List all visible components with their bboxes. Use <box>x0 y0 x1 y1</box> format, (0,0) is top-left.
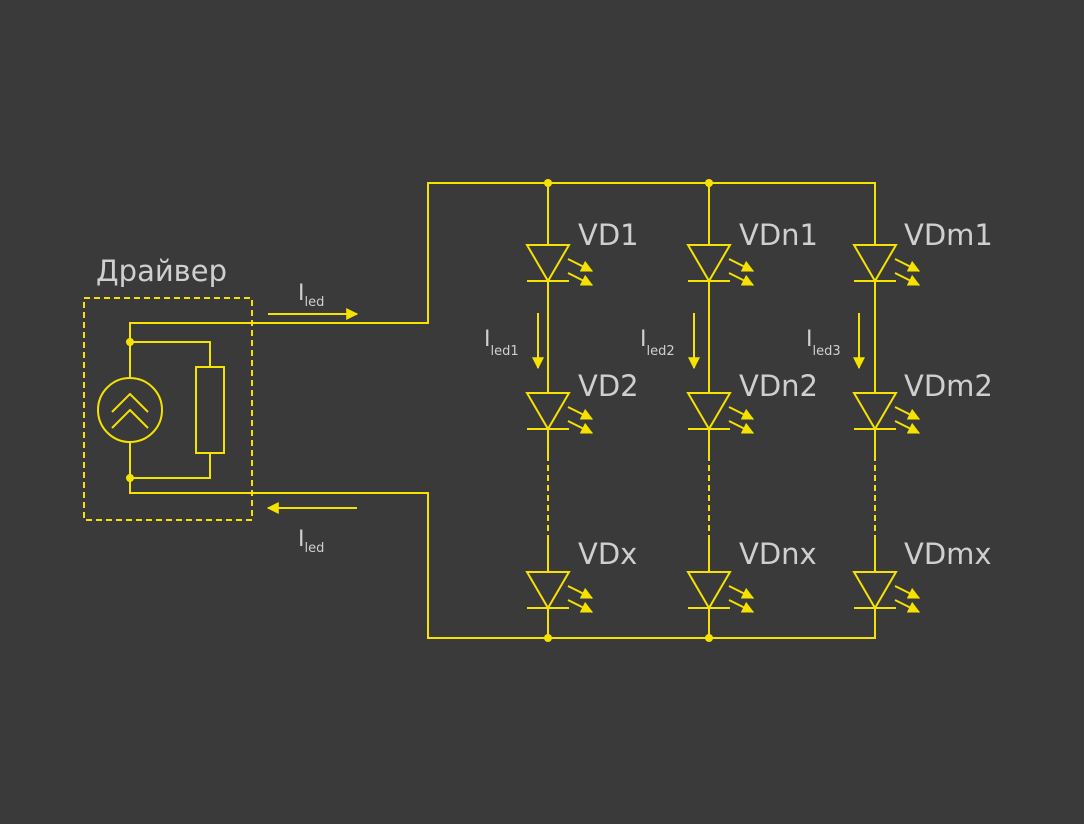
branch-current-label-3: Iled3 <box>806 327 841 359</box>
branch-current-label-2: Iled2 <box>640 327 675 359</box>
led-label-vdm1: VDm1 <box>904 218 993 252</box>
led-label-vd1: VD1 <box>578 218 639 252</box>
main-current-label-top: Iled <box>298 281 324 310</box>
led-label-vdx: VDx <box>578 537 637 571</box>
driver-internals <box>97 182 876 639</box>
led-icon <box>854 572 919 612</box>
led-label-vdm2: VDm2 <box>904 369 993 403</box>
main-current-label-bottom: Iled <box>298 527 324 556</box>
current-source-icon <box>97 377 163 443</box>
led-icon <box>688 572 753 612</box>
led-label-vdn2: VDn2 <box>739 369 818 403</box>
led-label-vd2: VD2 <box>578 369 639 403</box>
driver-title: Драйвер <box>96 254 227 288</box>
led-icon <box>527 572 592 612</box>
led-label-vdmx: VDmx <box>904 537 992 571</box>
branch-current-label-1: Iled1 <box>484 327 519 359</box>
led-label-vdnx: VDnx <box>739 537 817 571</box>
column-wires <box>547 183 876 638</box>
driver-box <box>83 297 253 521</box>
led-label-vdn1: VDn1 <box>739 218 818 252</box>
resistor-icon <box>195 366 225 454</box>
